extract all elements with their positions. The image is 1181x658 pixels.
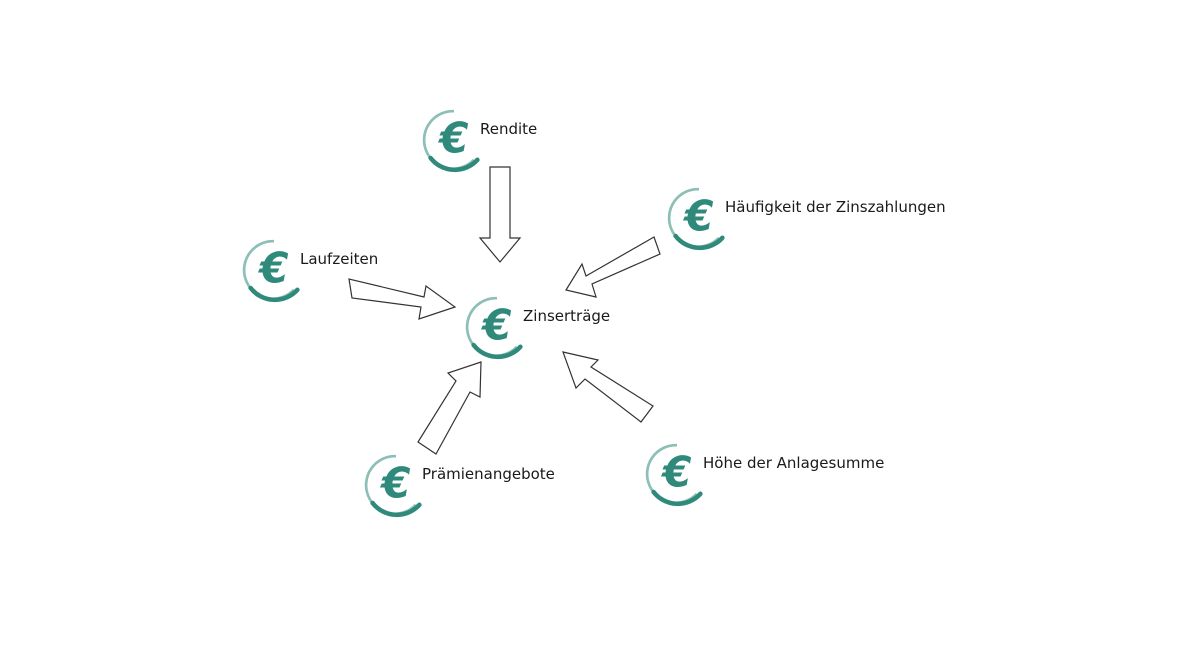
arrow-hoehe: [562, 351, 654, 423]
node-hoehe: Höhe der Anlagesumme: [641, 438, 884, 510]
arrow-praemien: [417, 361, 482, 455]
euro-icon: [641, 438, 713, 510]
node-label-haeufigkeit: Häufigkeit der Zinszahlungen: [725, 198, 946, 216]
euro-icon: [663, 182, 735, 254]
euro-icon: [418, 104, 490, 176]
node-laufzeiten: Laufzeiten: [238, 234, 378, 306]
node-label-laufzeiten: Laufzeiten: [300, 250, 379, 268]
center-label: Zinserträge: [523, 307, 611, 325]
euro-icon: [461, 291, 533, 363]
node-label-rendite: Rendite: [480, 120, 538, 138]
node-haeufigkeit: Häufigkeit der Zinszahlungen: [663, 182, 946, 254]
node-praemien: Prämienangebote: [360, 449, 555, 521]
node-label-praemien: Prämienangebote: [422, 465, 555, 483]
arrow-haeufigkeit: [565, 236, 661, 298]
node-label-hoehe: Höhe der Anlagesumme: [703, 454, 885, 472]
euro-icon: [238, 234, 310, 306]
euro-icon: [360, 449, 432, 521]
arrow-laufzeiten: [348, 278, 457, 320]
node-center: Zinserträge: [461, 291, 610, 363]
arrow-rendite: [478, 166, 522, 263]
node-rendite: Rendite: [418, 104, 537, 176]
